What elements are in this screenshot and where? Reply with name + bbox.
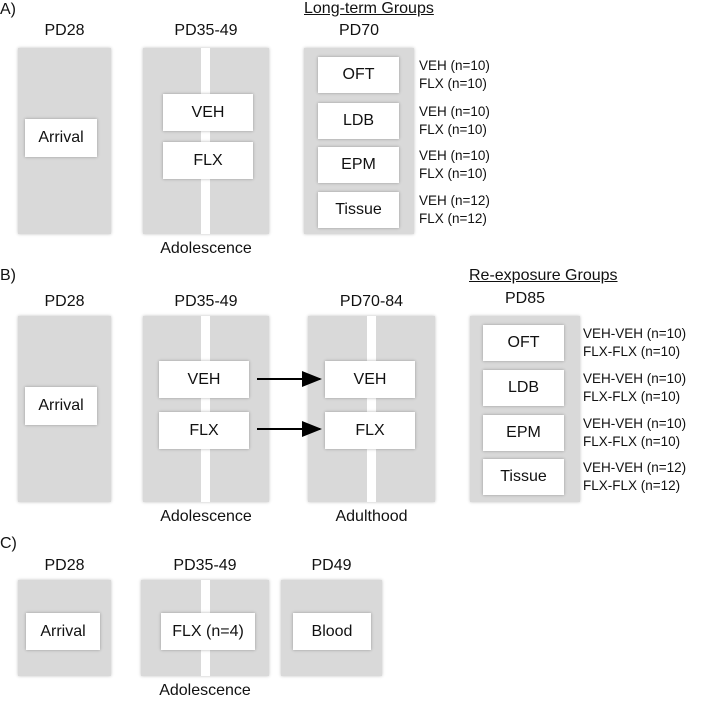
b-flx-adult-box: FLX [325,412,415,449]
a-ldb-box: LDB [318,103,399,139]
panel-c-label: C) [0,535,17,552]
panel-a-label: A) [0,1,16,18]
b-tissue-groups: VEH-VEH (n=12)FLX-FLX (n=12) [583,460,687,493]
b-ldb-box: LDB [483,370,564,406]
b-pd35-49-block [143,316,269,502]
b-block-divider-2 [367,316,376,502]
b-flx-box: FLX [159,412,249,449]
b-adolescence-caption: Adolescence [160,508,252,525]
c-adolescence-caption: Adolescence [159,682,251,699]
c-header-pd28: PD28 [44,557,85,574]
b-veh-box: VEH [159,361,249,398]
b-ldb-groups: VEH-VEH (n=10)FLX-FLX (n=10) [583,371,687,404]
b-oft-groups: VEH-VEH (n=10)FLX-FLX (n=10) [583,326,687,359]
b-oft-box: OFT [483,325,564,361]
a-pd35-49-block [143,48,269,234]
c-header-pd49: PD49 [311,557,352,574]
b-header-pd28: PD28 [44,293,85,310]
a-veh-box: VEH [163,94,253,131]
a-header-pd28: PD28 [44,22,85,39]
b-header-pd70-84: PD70-84 [339,293,404,310]
a-header-pd35-49: PD35-49 [174,22,238,39]
b-adulthood-caption: Adulthood [335,508,408,525]
c-flx-box: FLX (n=4) [161,613,255,650]
b-pd70-84-block [308,316,435,502]
c-arrival-box: Arrival [26,613,100,650]
a-flx-box: FLX [163,142,253,179]
b-arrival-box: Arrival [25,387,97,425]
b-block-divider-1 [201,316,210,502]
a-arrival-box: Arrival [25,119,97,157]
b-tissue-box: Tissue [483,459,564,495]
a-ldb-groups: VEH (n=10)FLX (n=10) [419,104,490,137]
b-epm-groups: VEH-VEH (n=10)FLX-FLX (n=10) [583,416,687,449]
a-block-divider [201,48,210,234]
a-adolescence-caption: Adolescence [160,240,252,257]
b-epm-box: EPM [483,415,564,451]
c-blood-box: Blood [293,613,371,650]
a-epm-groups: VEH (n=10)FLX (n=10) [419,148,490,181]
a-header-pd70: PD70 [338,22,380,39]
a-epm-box: EPM [318,147,399,183]
b-header-pd35-49: PD35-49 [174,293,238,310]
a-tissue-groups: VEH (n=12)FLX (n=12) [419,193,490,226]
long-term-groups-title: Long-term Groups [304,0,434,17]
a-tissue-box: Tissue [318,192,399,228]
re-exposure-groups-title: Re-exposure Groups [469,267,618,284]
b-veh-adult-box: VEH [325,361,415,398]
a-oft-box: OFT [318,57,399,93]
c-header-pd35-49: PD35-49 [173,557,237,574]
panel-b-label: B) [0,267,16,284]
b-header-pd85: PD85 [504,290,546,307]
a-oft-groups: VEH (n=10)FLX (n=10) [419,58,490,91]
